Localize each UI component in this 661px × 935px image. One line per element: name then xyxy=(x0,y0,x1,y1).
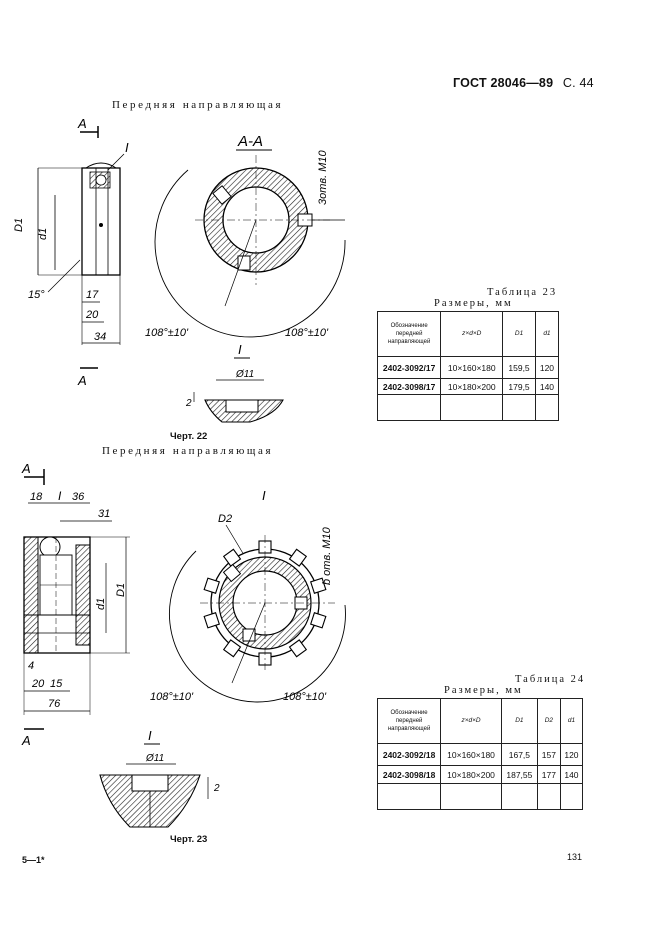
table-row: 2402-3098/17 10×180×200 179,5 140 xyxy=(376,378,560,395)
fig23-side-body xyxy=(23,536,91,654)
fig23-dim-18: 18 xyxy=(30,491,43,503)
spline-tooth xyxy=(310,612,327,629)
fig22-section-label: A-A xyxy=(237,133,263,150)
table23-subtitle: Размеры, мм xyxy=(434,298,513,309)
fig23-spline-ring xyxy=(200,535,335,670)
table24-subtitle: Размеры, мм xyxy=(444,685,523,696)
standard-number: ГОСТ 28046—89 xyxy=(453,76,554,90)
spline-tooth xyxy=(288,548,308,567)
spline-tooth xyxy=(310,577,327,594)
table24-title: Таблица 24 xyxy=(515,674,586,685)
t23-h3: d1 xyxy=(534,311,560,357)
fig23-cut-bottom-label: A xyxy=(21,733,31,748)
fig23-d2-label: D2 xyxy=(218,513,232,525)
fig22-dim-D1: D1 xyxy=(13,218,25,232)
t23-h0: Обозначение передней направляющей xyxy=(376,311,442,357)
fig22-dim-d1: d1 xyxy=(37,228,49,240)
spline-tooth xyxy=(203,612,220,629)
footer-mark: 5—1* xyxy=(22,855,45,865)
fig23-detail-title: I xyxy=(148,728,152,743)
table24: Обозначение передней направляющей z×d×D … xyxy=(376,698,584,810)
fig23-dim-36: 36 xyxy=(72,491,85,503)
t24-h1: z×d×D xyxy=(440,698,502,744)
table23: Обозначение передней направляющей z×d×D … xyxy=(376,311,560,421)
fig22-dim-20: 20 xyxy=(85,309,99,321)
fig22-drawing: A A I D1 d1 15° 17 20 34 A-A 3отв. М10 1… xyxy=(13,116,346,423)
fig23-detail-diam: Ø11 xyxy=(145,753,164,764)
page-number: 131 xyxy=(567,852,583,862)
fig23-angle-right: 108°±10' xyxy=(283,691,327,703)
table-row: 2402-3092/18 10×160×180 167,5 157 120 xyxy=(376,743,584,766)
t24-h4: d1 xyxy=(559,698,584,744)
fig23-dim-31: 31 xyxy=(98,508,110,520)
fig22-detail-title: I xyxy=(238,342,242,357)
t24-h2: D1 xyxy=(500,698,538,744)
fig23-dim-20: 20 xyxy=(31,678,45,690)
fig22-dim-angle: 15° xyxy=(28,289,45,301)
t23-h2: D1 xyxy=(502,311,536,357)
fig22-holes-label: 3отв. М10 xyxy=(317,149,329,205)
cut-a-bottom-label: A xyxy=(77,373,87,388)
t23-h1: z×d×D xyxy=(440,311,504,357)
fig22-detail-h: 2 xyxy=(185,398,192,409)
fig23-drawing: A A 18 I 36 31 d1 D1 4 20 15 76 I D2 xyxy=(21,461,346,828)
table-row: 2402-3092/17 10×160×180 159,5 120 xyxy=(376,356,560,379)
spline-tooth xyxy=(222,548,242,567)
cut-a-top-label: A xyxy=(77,116,87,131)
table-row: 2402-3098/18 10×180×200 187,55 177 140 xyxy=(376,765,584,784)
fig22-dim-17: 17 xyxy=(86,289,99,301)
fig23-dim-15: 15 xyxy=(50,678,63,690)
fig22-angle-right: 108°±10' xyxy=(285,327,329,339)
spline-tooth xyxy=(222,639,242,658)
fig23-holes-label: b отв. М10 xyxy=(321,526,333,585)
spline-tooth xyxy=(288,639,308,658)
fig23-angle-left: 108°±10' xyxy=(150,691,194,703)
fig22-detail-label: I xyxy=(125,140,129,155)
fig23-cut-top-label: A xyxy=(21,461,31,476)
fig22-section-ring xyxy=(195,155,330,285)
page-ref: С. 44 xyxy=(562,76,594,90)
t24-h3: D2 xyxy=(536,698,561,744)
fig22-caption: Черт. 22 xyxy=(170,431,208,442)
spline-tooth xyxy=(203,577,220,594)
fig22-dim-34: 34 xyxy=(94,331,106,343)
fig23-title: Передняя направляющая xyxy=(102,445,274,457)
fig23-dim-D1: D1 xyxy=(115,583,127,597)
fig22-angle-left: 108°±10' xyxy=(145,327,189,339)
fig23-caption: Черт. 23 xyxy=(170,834,208,845)
fig23-dim-76: 76 xyxy=(48,698,61,710)
table23-title: Таблица 23 xyxy=(487,287,558,298)
fig23-detail-label: I xyxy=(58,489,62,503)
fig22-detail-diam: Ø11 xyxy=(235,369,254,380)
page-header: ГОСТ 28046—89 С. 44 xyxy=(453,76,594,90)
t24-h0: Обозначение передней направляющей xyxy=(376,698,442,744)
fig23-dim-4: 4 xyxy=(28,660,34,672)
fig23-detail-h: 2 xyxy=(213,783,220,794)
fig23-dim-d1: d1 xyxy=(95,598,107,610)
fig22-title: Передняя направляющая xyxy=(112,99,284,111)
fig23-section-label: I xyxy=(262,488,266,503)
